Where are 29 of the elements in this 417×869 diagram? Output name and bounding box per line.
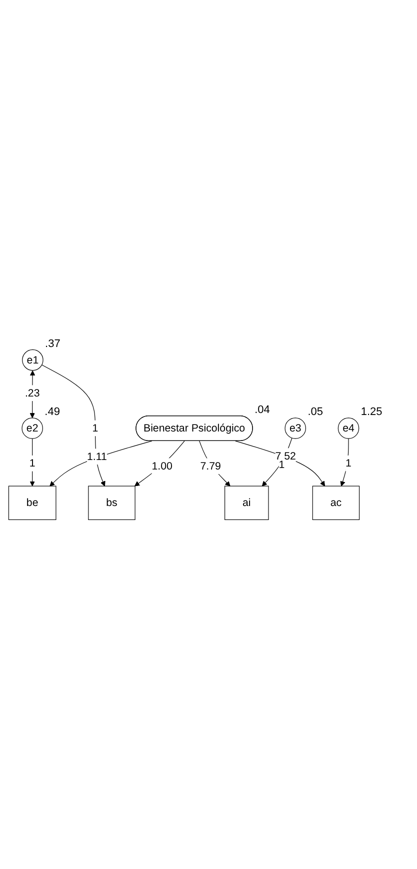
- variance-value: .04: [254, 404, 270, 416]
- arrow: [42, 364, 106, 486]
- edge-label: 1.11: [87, 450, 107, 462]
- node-circle: e3: [284, 417, 306, 439]
- arrow: [340, 438, 349, 486]
- edge-label: 1: [346, 456, 352, 469]
- variance-value: .37: [45, 338, 60, 350]
- arrow: [50, 440, 152, 486]
- node-box: bs: [88, 486, 136, 520]
- node-box: ai: [224, 486, 269, 520]
- arrow: [199, 440, 230, 486]
- variance-value: .49: [44, 406, 60, 418]
- edge-label: 7.52: [275, 450, 296, 462]
- variance-value: 1.25: [360, 406, 382, 418]
- node-circle: e1: [22, 349, 44, 370]
- node-circle: e4: [338, 417, 360, 439]
- node-box: be: [8, 486, 56, 520]
- edge-label: 1.00: [152, 460, 172, 472]
- variance-value: .05: [308, 406, 323, 418]
- edge-label: 1: [278, 458, 285, 470]
- edge-label: 7.79: [200, 460, 221, 472]
- edge-label: 1: [92, 422, 98, 434]
- arrow: [235, 440, 326, 486]
- node-circle: e2: [22, 417, 43, 439]
- edge-label: .23: [24, 386, 40, 399]
- arrow: [134, 440, 185, 486]
- node-box: ac: [312, 486, 360, 520]
- arrow: [262, 437, 292, 486]
- edge-label: 1: [29, 456, 36, 469]
